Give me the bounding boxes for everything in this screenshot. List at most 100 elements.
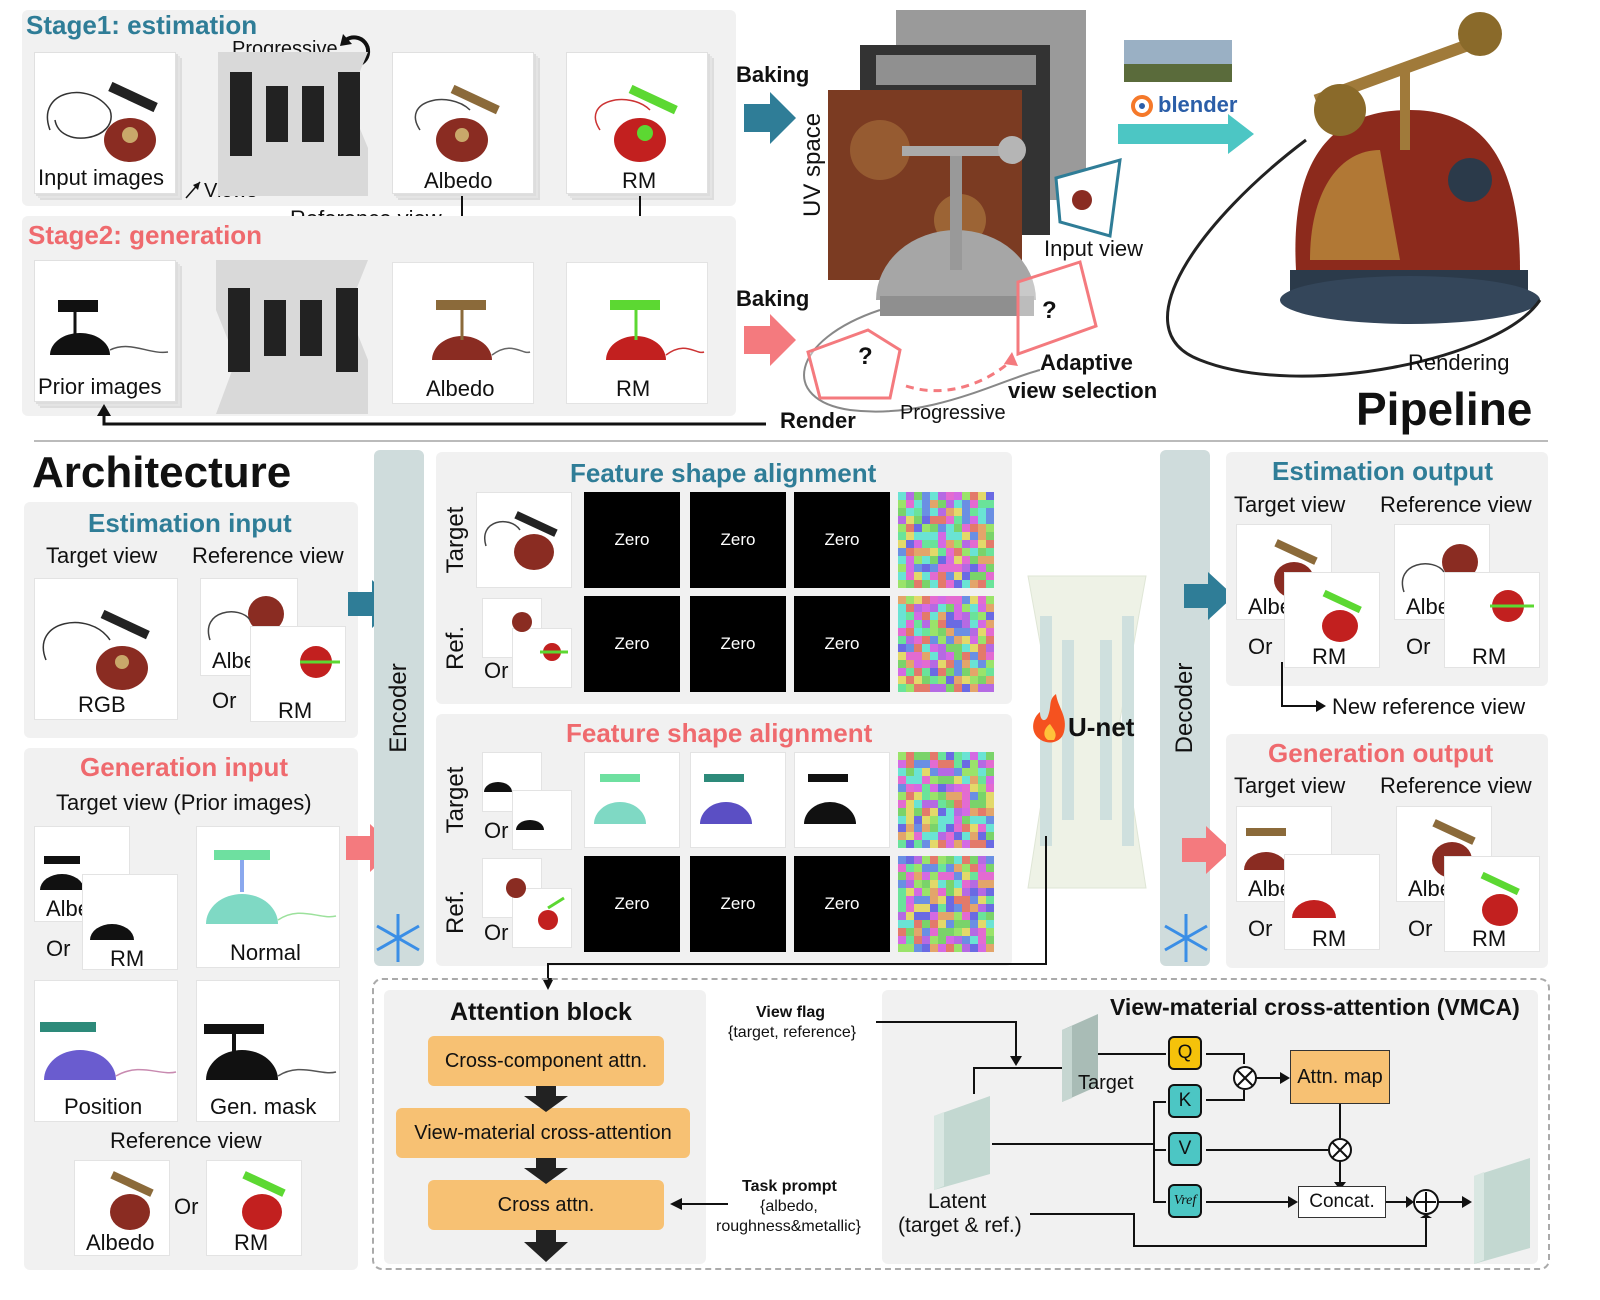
svg-text:?: ? [858, 343, 873, 370]
fsa-bottom-title: Feature shape alignment [566, 718, 873, 748]
estimation-output-title: Estimation output [1272, 456, 1493, 486]
fsa-bottom-zero-3: Zero [794, 856, 890, 952]
fsa-bottom-mask-card [794, 752, 890, 848]
fsa-bottom-noise-1 [898, 752, 994, 848]
view-selection-label: view selection [1008, 378, 1158, 403]
pipeline-title: Pipeline [1356, 383, 1533, 435]
fsa-top-zero-5: Zero [690, 596, 786, 692]
stage1-albedo-label: Albedo [424, 168, 493, 193]
stage1-title: Stage1: estimation [26, 10, 258, 40]
est-output-ref-or-label: Or [1406, 634, 1431, 659]
section-divider [34, 440, 1548, 442]
fsa-top-noise-2 [898, 596, 994, 692]
new-reference-view-label: New reference view [1332, 694, 1526, 719]
attention-block-title: Attention block [450, 998, 632, 1026]
generation-input-title: Generation input [80, 752, 288, 782]
fsa-top-zero-6: Zero [794, 596, 890, 692]
blender-label: blender [1158, 92, 1238, 117]
fsa-bottom-normal-card [584, 752, 680, 848]
vmca-title: View-material cross-attention (VMCA) [1110, 994, 1520, 1020]
fsa-top-ref-rm-card [512, 628, 572, 688]
est-input-or-label: Or [212, 688, 237, 713]
gen-input-ref-albedo-label: Albedo [86, 1230, 155, 1255]
view-flag-values: {target, reference} [728, 1024, 857, 1041]
architecture-title: Architecture [32, 448, 292, 497]
baking-label-2: Baking [736, 286, 810, 311]
gen-input-ref-rm-label: RM [234, 1230, 269, 1255]
vmca-concat-box: Concat. [1298, 1186, 1386, 1218]
fsa-top-zero-3: Zero [794, 492, 890, 588]
gen-input-normal-card [196, 826, 340, 968]
stage1-rm-label: RM [622, 168, 657, 193]
gen-input-position-label: Position [64, 1094, 143, 1119]
gen-output-target-rm-card [1284, 854, 1380, 950]
task-prompt-values-2: roughness&metallic} [716, 1218, 861, 1235]
attention-detail-frame [372, 978, 1550, 1270]
vmca-vref-box: Vref [1168, 1184, 1202, 1218]
input-images-label: Input images [38, 165, 164, 190]
view-material-cross-attention-box: View-material cross-attention [396, 1108, 690, 1158]
baking-progressive-label: Progressive [900, 402, 1006, 424]
fsa-bottom-target-or-label: Or [484, 818, 509, 843]
gen-output-ref-or-label: Or [1408, 916, 1433, 941]
fsa-top-zero-1: Zero [584, 492, 680, 588]
stage2-rm-label: RM [616, 376, 651, 401]
gen-input-normal-label: Normal [230, 940, 301, 965]
gen-input-reference-view: Reference view [110, 1128, 262, 1153]
est-input-ref-rm-label: RM [278, 698, 313, 723]
decoder-bar [1160, 450, 1210, 966]
est-output-target-rm-label: RM [1312, 644, 1347, 669]
gen-input-or-label: Or [46, 936, 71, 961]
prior-images-card [34, 260, 176, 402]
est-input-rgb-label: RGB [78, 692, 126, 717]
fsa-top-zero-2: Zero [690, 492, 786, 588]
est-input-rgb-card [34, 578, 178, 720]
est-input-ref-rm-card [250, 626, 346, 722]
render-label: Render [780, 408, 856, 433]
view-flag-label: View flag [756, 1004, 826, 1021]
est-output-target-view: Target view [1234, 492, 1346, 517]
gen-input-gen-mask-label: Gen. mask [210, 1094, 317, 1119]
baking-label-1: Baking [736, 62, 810, 87]
cross-component-attn-box: Cross-component attn. [428, 1036, 664, 1086]
unet-label: U-net [1068, 712, 1135, 742]
gen-input-rm-label: RM [110, 946, 145, 971]
svg-text:?: ? [1042, 297, 1057, 324]
stage2-title: Stage2: generation [28, 220, 263, 250]
est-input-target-view: Target view [46, 543, 158, 568]
fsa-top-noise-1 [898, 492, 994, 588]
fsa-bottom-zero-1: Zero [584, 856, 680, 952]
vmca-latent-sub-label: (target & ref.) [898, 1214, 1022, 1237]
est-input-reference-view: Reference view [192, 543, 344, 568]
gen-input-rm-card [82, 874, 178, 970]
